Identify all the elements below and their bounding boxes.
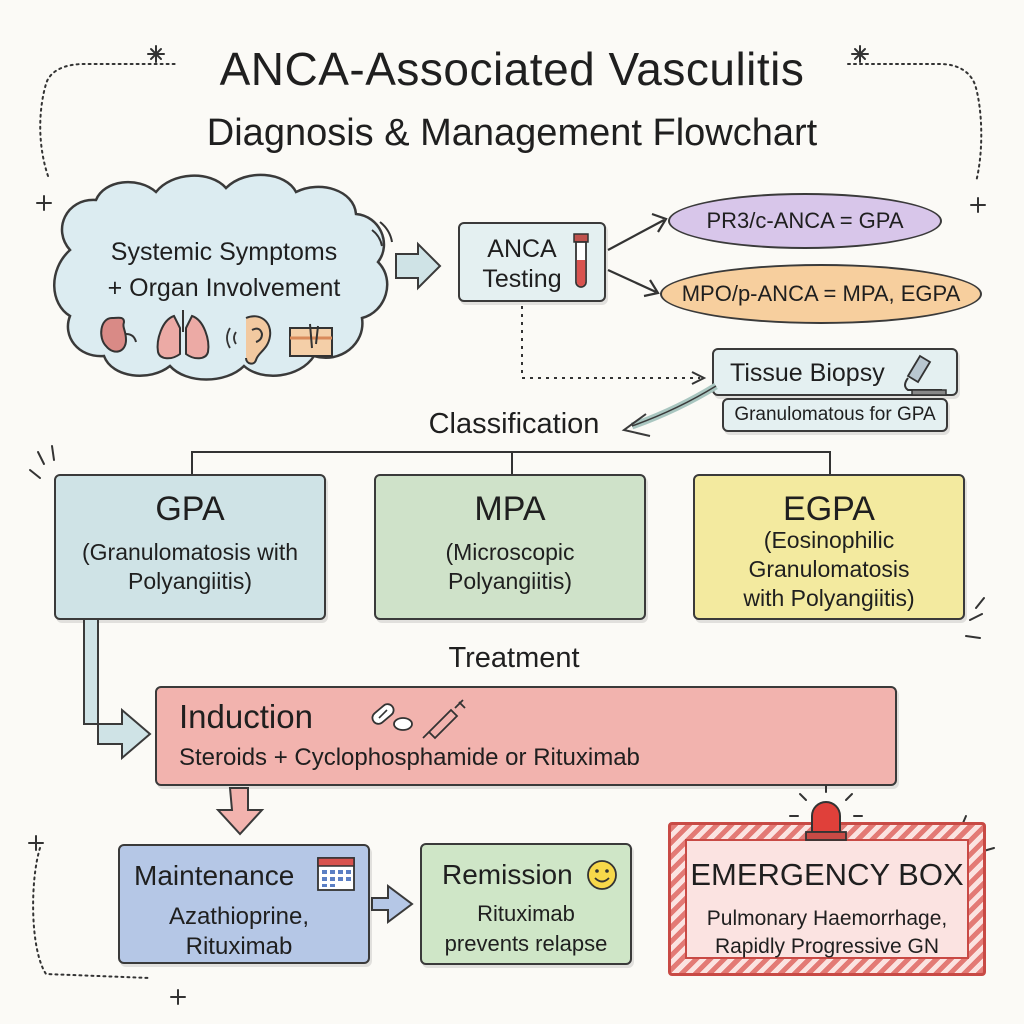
anca-testing-box: ANCA Testing [458,222,606,302]
gpa-box: GPA (Granulomatosis with Polyangiitis) [54,474,326,620]
organ-line: + Organ Involvement [107,274,341,302]
egpa-desc-line: Granulomatosis [748,556,910,582]
egpa-title: EGPA [783,490,875,528]
maintenance-desc-line: Rituximab [185,933,293,960]
emergency-inner: EMERGENCY BOX Pulmonary Haemorrhage, Rap… [685,839,969,959]
kidney-icon [100,316,137,353]
egpa-desc-line: (Eosinophilic [763,527,895,553]
ear-icon [226,315,272,365]
treatment-label: Treatment [448,642,580,674]
induction-box: Induction Steroids + Cyclophosphamide or… [155,686,897,786]
mpa-desc-line: (Microscopic [445,539,575,565]
page-subtitle: Diagnosis & Management Flowchart [206,112,818,154]
biopsy-note: Granulomatous for GPA [722,398,948,432]
mpa-desc-line: Polyangiitis) [448,568,572,594]
pill-icon [371,703,413,731]
page-title: ANCA-Associated Vasculitis [219,43,805,95]
remission-desc-line: Rituximab [477,901,575,926]
symptoms-text: Systemic Symptoms + Organ Involvement [64,234,384,306]
egpa-desc-line: with Polyangiitis) [743,585,915,611]
tissue-biopsy-box: Tissue Biopsy [712,348,958,396]
maintenance-title: Maintenance [134,860,295,891]
emergency-desc: Pulmonary Haemorrhage, Rapidly Progressi… [687,905,967,961]
maintenance-desc: Azathioprine, Rituximab [134,902,344,962]
maintenance-to-remission-arrow [371,884,414,924]
emergency-box: EMERGENCY BOX Pulmonary Haemorrhage, Rap… [668,822,986,976]
remission-title: Remission [442,859,573,890]
tissue-biopsy-label: Tissue Biopsy [730,359,885,387]
remission-box: Remission Rituximab prevents relapse [420,843,632,965]
emergency-desc-line: Pulmonary Haemorrhage, [706,907,948,930]
anca-testing-label: ANCA Testing [482,235,562,293]
emergency-title: EMERGENCY BOX [690,857,964,892]
remission-desc: Rituximab prevents relapse [422,899,630,959]
induction-desc: Steroids + Cyclophosphamide or Rituximab [179,744,640,771]
mpo-result: MPO/p-ANCA = MPA, EGPA [660,264,982,324]
mpa-box: MPA (Microscopic Polyangiitis) [374,474,646,620]
maintenance-box: Maintenance Azathioprine, Rituximab [118,844,370,964]
maintenance-desc-line: Azathioprine, [168,903,310,930]
emergency-desc-line: Rapidly Progressive GN [714,935,940,958]
classification-label: Classification [428,408,600,440]
remission-desc-line: prevents relapse [444,931,608,956]
egpa-box: EGPA (Eosinophilic Granulomatosis with P… [693,474,965,620]
induction-title: Induction [179,698,313,735]
gpa-desc-line: Polyangiitis) [128,568,252,594]
lungs-icon [156,310,210,360]
syringe-icon [422,699,466,740]
mpa-title: MPA [474,490,546,528]
pr3-result: PR3/c-ANCA = GPA [668,193,942,249]
skin-icon [289,323,333,357]
gpa-title: GPA [155,490,225,528]
arrow-to-testing [395,241,442,291]
symptoms-line: Systemic Symptoms [110,238,338,266]
gpa-desc-line: (Granulomatosis with [81,539,299,565]
